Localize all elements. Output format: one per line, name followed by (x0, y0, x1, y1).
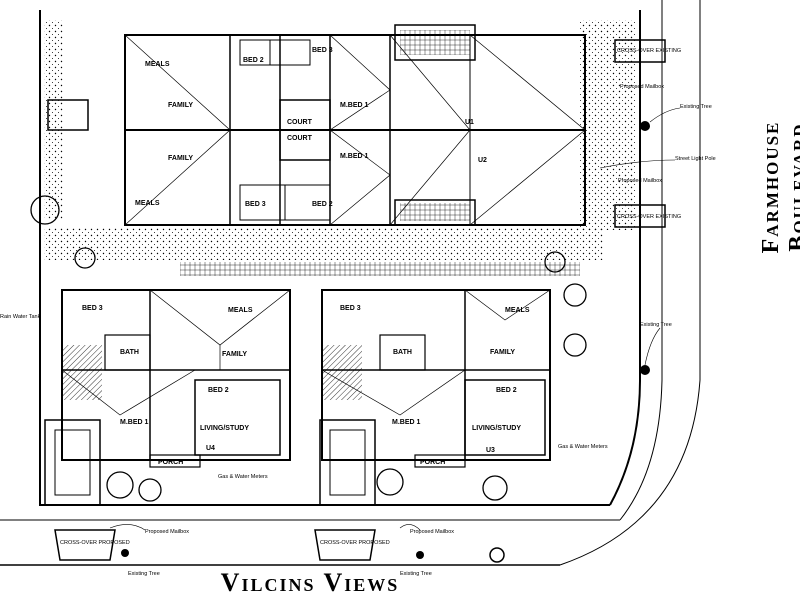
room-meals-u2: MEALS (135, 200, 160, 207)
label-mailbox-mid: Proposed Mailbox (618, 178, 662, 184)
landscape-strip-right (580, 20, 635, 230)
unit-label-u2: U2 (478, 157, 487, 164)
label-gas-water-right: Gas & Water Meters (558, 444, 608, 450)
label-mailbox-bottom-left: Proposed Mailbox (145, 529, 189, 535)
street-name-vilcins-views: Vilcins Views (220, 568, 400, 597)
label-existing-tree-bottom-right: Existing Tree (400, 571, 432, 577)
label-crossover-existing-bottom: CROSS-OVER EXISTING (617, 214, 681, 220)
landscape-strip-top (44, 228, 604, 260)
room-bed3-u2: BED 3 (245, 201, 266, 208)
site-boundary (0, 0, 701, 566)
room-meals-u4: MEALS (228, 307, 253, 314)
light-pole-symbol (489, 547, 505, 563)
stair-bottom-right (322, 345, 362, 400)
stair-bottom-left (62, 345, 102, 400)
label-existing-tree-top: Existing Tree (680, 104, 712, 110)
room-porch-u4: PORCH (158, 459, 183, 466)
driveway-strip (180, 262, 580, 276)
room-family-u2: FAMILY (168, 155, 193, 162)
stair-top-1 (400, 30, 470, 55)
trees (30, 195, 587, 502)
leader-lines (109, 107, 681, 531)
unit-label-u1: U1 (465, 119, 474, 126)
label-existing-tree-bottom-left: Existing Tree (128, 571, 160, 577)
room-living-u4: LIVING/STUDY (200, 425, 249, 432)
room-bed2-u1: BED 2 (243, 57, 264, 64)
room-family-u1: FAMILY (168, 102, 193, 109)
label-crossover-proposed-left: CROSS-OVER PROPOSED (60, 540, 130, 546)
room-mbed-u4: M.BED 1 (120, 419, 149, 426)
landscape-strip-left (44, 20, 64, 220)
stair-top-2 (400, 203, 470, 221)
room-bed2-u4: BED 2 (208, 387, 229, 394)
room-family-u4: FAMILY (222, 351, 247, 358)
room-bed3-u3: BED 3 (340, 305, 361, 312)
room-living-u3: LIVING/STUDY (472, 425, 521, 432)
room-court-u2: COURT (287, 135, 313, 142)
label-existing-tree-right: Existing Tree (640, 322, 672, 328)
room-porch-u3: PORCH (420, 459, 445, 466)
room-court-u1: COURT (287, 119, 313, 126)
unit-label-u3: U3 (486, 447, 495, 454)
label-street-light: Street Light Pole (675, 156, 716, 162)
label-mailbox-top: Proposed Mailbox (620, 84, 664, 90)
room-mbed-u3: M.BED 1 (392, 419, 421, 426)
room-bed2-u3: BED 2 (496, 387, 517, 394)
room-meals-u3: MEALS (505, 307, 530, 314)
room-mbed-u2: M.BED 1 (340, 153, 369, 160)
roof-lines-top (124, 34, 586, 226)
label-crossover-existing-top: CROSS-OVER EXISTING (617, 48, 681, 54)
unit-label-u4: U4 (206, 445, 215, 452)
label-gas-water-left: Gas & Water Meters (218, 474, 268, 480)
label-crossover-proposed-right: CROSS-OVER PROPOSED (320, 540, 390, 546)
room-bed3-u4: BED 3 (82, 305, 103, 312)
room-mbed-u1: M.BED 1 (340, 102, 369, 109)
building-top (47, 24, 586, 226)
room-bed2-u2: BED 2 (312, 201, 333, 208)
label-mailbox-bottom-right: Proposed Mailbox (410, 529, 454, 535)
crossovers (54, 39, 666, 561)
label-rain-water: Rain Water Tank (0, 314, 41, 320)
room-bath-u3: BATH (393, 349, 412, 356)
room-family-u3: FAMILY (490, 349, 515, 356)
room-bed3-u1: BED 3 (312, 47, 333, 54)
room-bath-u4: BATH (120, 349, 139, 356)
existing-tree-symbols (121, 121, 650, 559)
street-name-farmhouse-boulevard: Farmhouse Boulevard (758, 120, 800, 254)
room-meals-u1: MEALS (145, 61, 170, 68)
